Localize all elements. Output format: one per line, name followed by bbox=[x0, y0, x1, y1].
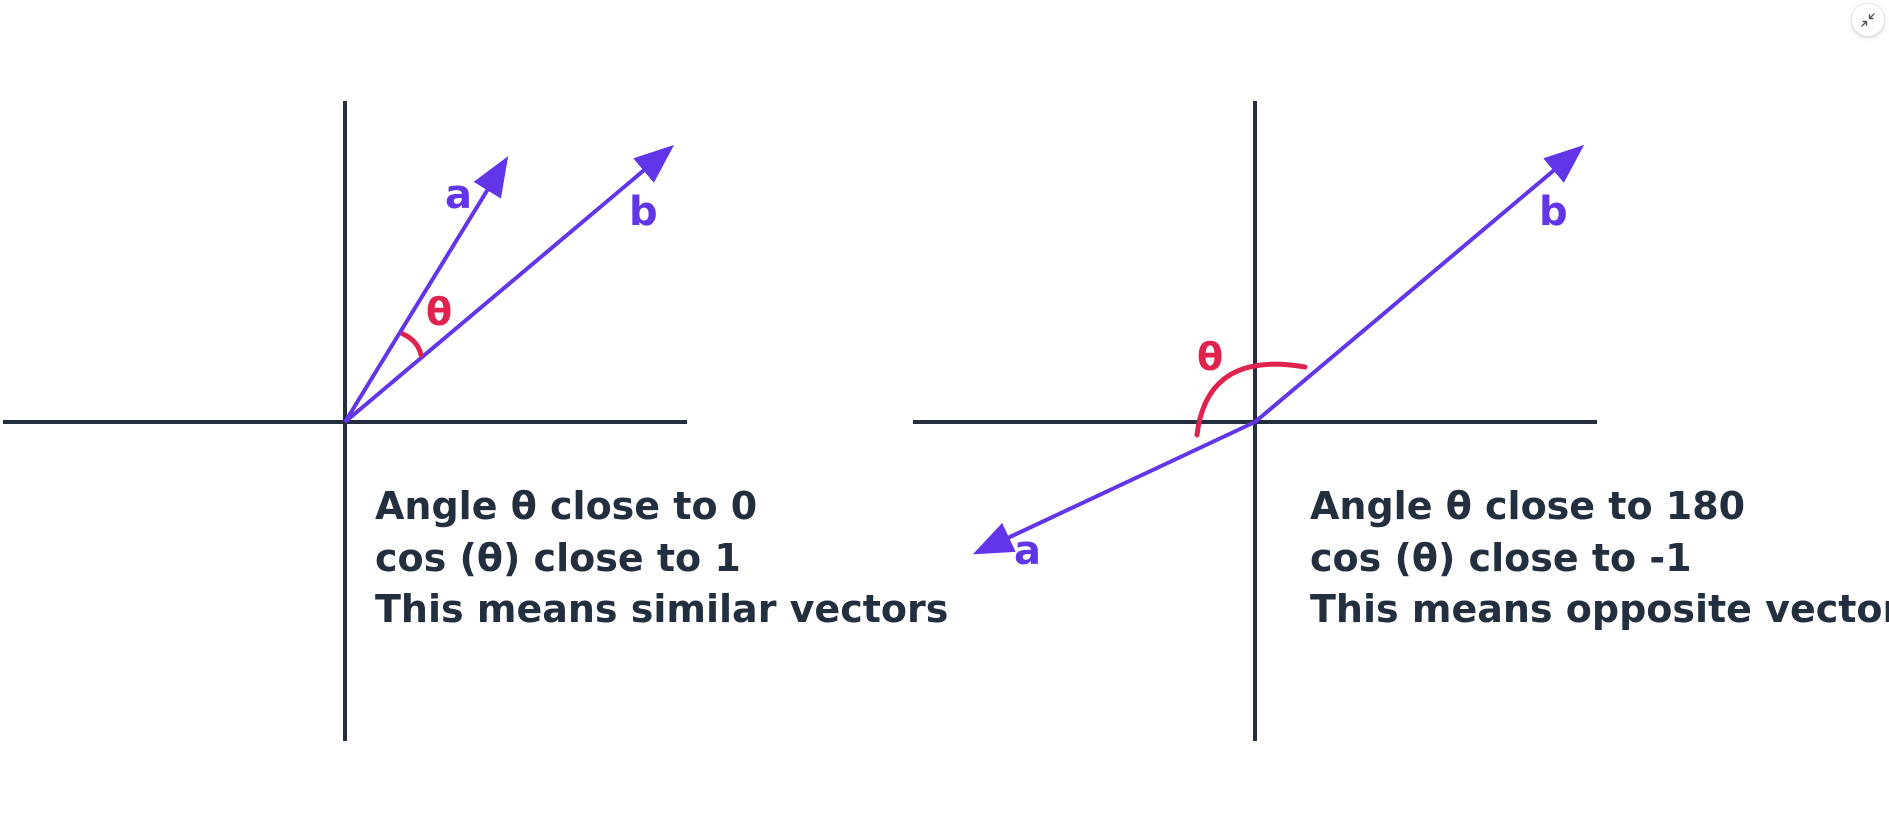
left-vector-b bbox=[343, 144, 675, 424]
right-caption-line-3: This means opposite vectors bbox=[1310, 587, 1889, 631]
left-angle-arc bbox=[400, 331, 424, 358]
left-vector-a-label: a bbox=[445, 172, 472, 218]
collapse-button[interactable] bbox=[1852, 4, 1884, 36]
right-caption-line-2: cos (θ) close to -1 bbox=[1310, 536, 1692, 580]
left-vector-a bbox=[343, 156, 509, 424]
left-caption-line-3: This means similar vectors bbox=[375, 587, 948, 631]
right-vector-b bbox=[1253, 144, 1585, 424]
right-caption-line-1: Angle θ close to 180 bbox=[1310, 484, 1745, 528]
right-theta-label: θ bbox=[1197, 335, 1223, 379]
left-caption-line-2: cos (θ) close to 1 bbox=[375, 536, 741, 580]
left-vector-b-label: b bbox=[629, 189, 658, 235]
right-vector-a bbox=[972, 420, 1256, 555]
right-vector-a-label: a bbox=[1014, 528, 1041, 574]
right-vector-b-label: b bbox=[1539, 189, 1568, 235]
left-panel: a b θ Angle θ close to 0 cos (θ) close t… bbox=[3, 101, 948, 741]
left-caption-line-1: Angle θ close to 0 bbox=[375, 484, 757, 528]
left-theta-label: θ bbox=[426, 290, 452, 334]
right-angle-arc bbox=[1194, 361, 1308, 438]
collapse-arrows-icon bbox=[1861, 13, 1875, 27]
right-panel: a b θ Angle θ close to 180 cos (θ) close… bbox=[913, 101, 1889, 741]
